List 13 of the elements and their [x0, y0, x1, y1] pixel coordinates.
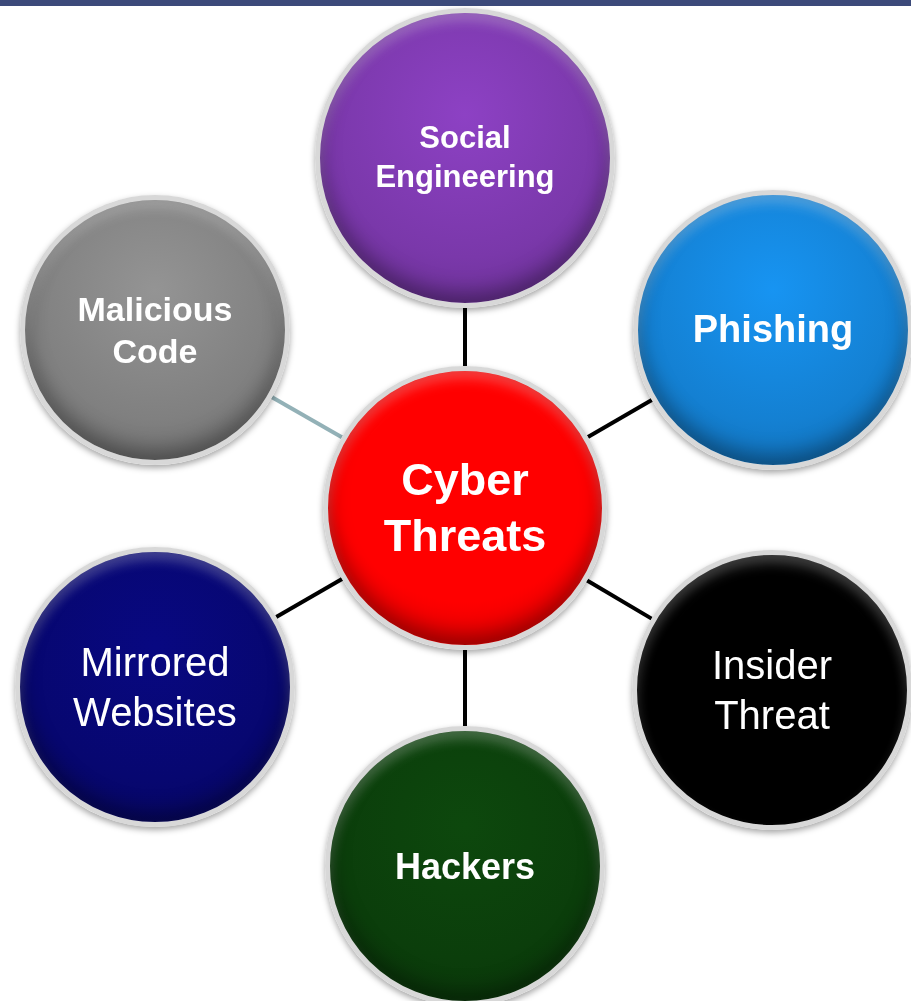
circle-label: Social Engineering — [374, 119, 556, 196]
connector-line — [463, 650, 467, 726]
connector-line — [271, 395, 343, 440]
connector-line — [586, 578, 653, 621]
connector-line — [463, 308, 467, 366]
circle-label: Phishing — [692, 307, 854, 353]
circle-label: Cyber Threats — [382, 452, 548, 563]
connector-line — [586, 398, 653, 439]
circle-label: Mirrored Websites — [72, 639, 238, 736]
circle-label: Insider Threat — [710, 642, 833, 739]
circle-label: Malicious Code — [76, 288, 234, 372]
circle-label: Hackers — [394, 844, 536, 889]
connector-line — [275, 577, 344, 619]
